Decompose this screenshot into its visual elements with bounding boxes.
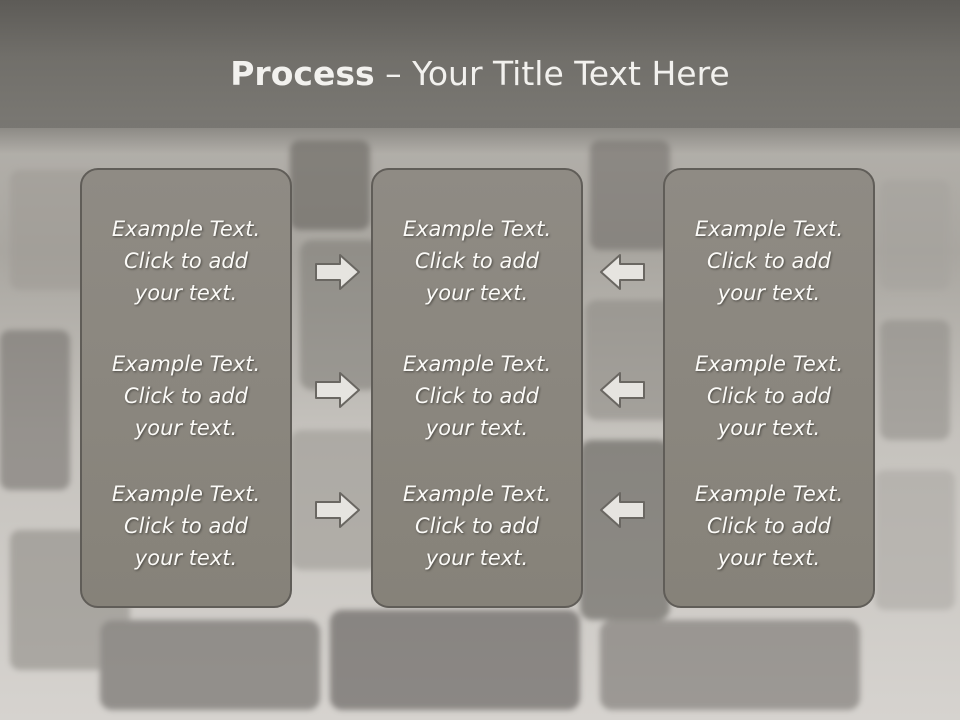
- text-line: Example Text.: [111, 217, 261, 241]
- text-line: your text.: [425, 416, 529, 440]
- slide-title[interactable]: Process – Your Title Text Here: [0, 52, 960, 96]
- process-box-center[interactable]: Example Text. Click to add your text. Ex…: [371, 168, 583, 608]
- right-arrow-icon[interactable]: [314, 252, 362, 292]
- process-box-right[interactable]: Example Text. Click to add your text. Ex…: [663, 168, 875, 608]
- left-arrow-icon[interactable]: [598, 370, 646, 410]
- text-placeholder[interactable]: Example Text. Click to add your text.: [665, 213, 873, 309]
- text-placeholder[interactable]: Example Text. Click to add your text.: [82, 213, 290, 309]
- text-line: your text.: [134, 546, 238, 570]
- text-line: Example Text.: [402, 482, 552, 506]
- text-line: your text.: [134, 416, 238, 440]
- text-placeholder[interactable]: Example Text. Click to add your text.: [665, 348, 873, 444]
- text-line: Example Text.: [694, 352, 844, 376]
- text-line: Example Text.: [402, 352, 552, 376]
- text-placeholder[interactable]: Example Text. Click to add your text.: [82, 478, 290, 574]
- left-arrow-icon[interactable]: [598, 252, 646, 292]
- text-line: Example Text.: [694, 217, 844, 241]
- text-line: Example Text.: [694, 482, 844, 506]
- text-line: your text.: [425, 546, 529, 570]
- text-line: Click to add: [123, 514, 248, 538]
- text-line: Click to add: [706, 384, 831, 408]
- title-band-fade: [0, 120, 960, 154]
- title-band: [0, 0, 960, 128]
- text-placeholder[interactable]: Example Text. Click to add your text.: [373, 213, 581, 309]
- text-line: Click to add: [706, 249, 831, 273]
- text-line: Click to add: [123, 249, 248, 273]
- text-line: your text.: [717, 546, 821, 570]
- text-placeholder[interactable]: Example Text. Click to add your text.: [665, 478, 873, 574]
- text-line: your text.: [717, 281, 821, 305]
- right-arrow-icon[interactable]: [314, 370, 362, 410]
- text-line: Click to add: [123, 384, 248, 408]
- text-placeholder[interactable]: Example Text. Click to add your text.: [373, 348, 581, 444]
- text-line: Click to add: [414, 384, 539, 408]
- text-line: your text.: [717, 416, 821, 440]
- text-placeholder[interactable]: Example Text. Click to add your text.: [373, 478, 581, 574]
- text-line: Click to add: [414, 514, 539, 538]
- text-line: your text.: [134, 281, 238, 305]
- text-line: Example Text.: [111, 482, 261, 506]
- process-box-left[interactable]: Example Text. Click to add your text. Ex…: [80, 168, 292, 608]
- text-line: your text.: [425, 281, 529, 305]
- text-line: Example Text.: [402, 217, 552, 241]
- left-arrow-icon[interactable]: [598, 490, 646, 530]
- text-line: Click to add: [706, 514, 831, 538]
- text-line: Click to add: [414, 249, 539, 273]
- right-arrow-icon[interactable]: [314, 490, 362, 530]
- text-line: Example Text.: [111, 352, 261, 376]
- slide-title-bold: Process: [230, 54, 375, 93]
- slide-title-rest: – Your Title Text Here: [374, 54, 730, 93]
- text-placeholder[interactable]: Example Text. Click to add your text.: [82, 348, 290, 444]
